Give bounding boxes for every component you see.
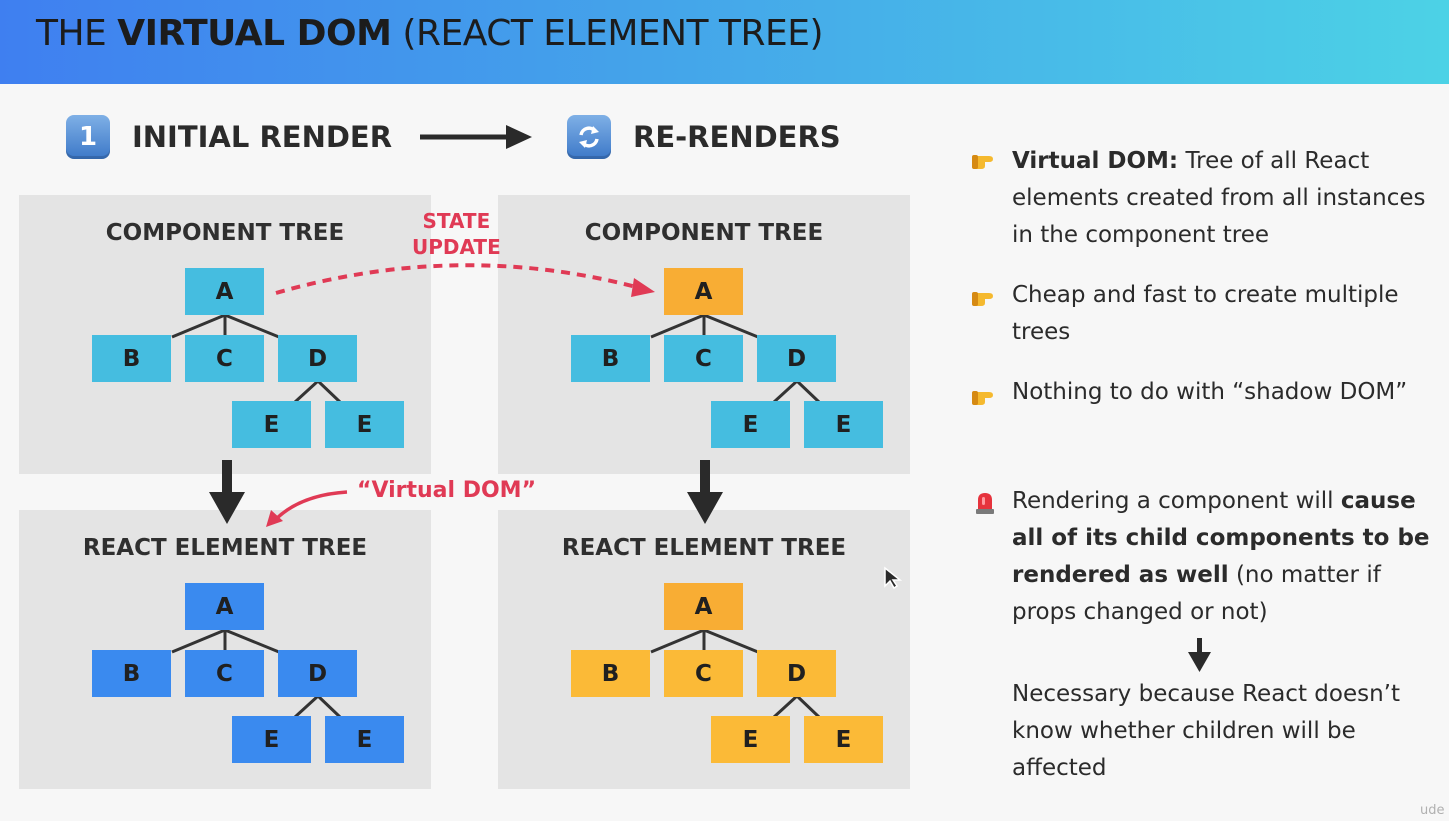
down-arrow-icon [209, 460, 245, 524]
bullet-bold: cause all of its child components to be … [1012, 488, 1430, 588]
node-a: A [185, 583, 264, 630]
state-update-arrow [275, 263, 655, 297]
node-d: D [757, 335, 836, 382]
node-c: C [185, 335, 264, 382]
node-e: E [232, 401, 311, 448]
node-b: B [92, 335, 171, 382]
tree-connectors [171, 628, 342, 719]
node-e-updated: E [711, 716, 790, 763]
node-c: C [664, 335, 743, 382]
bullet-body-after: (no matter if props changed or not) [1012, 562, 1381, 625]
state-update-line2: UPDATE [412, 235, 501, 259]
bullet-body-before: Rendering a component will [1012, 488, 1334, 514]
initial-component-tree-panel: COMPONENT TREE A B C D E E [19, 195, 431, 474]
node-e-updated: E [804, 716, 883, 763]
node-e: E [232, 716, 311, 763]
node-b: B [92, 650, 171, 697]
node-e: E [804, 401, 883, 448]
node-a: A [185, 268, 264, 315]
initial-element-tree-panel: REACT ELEMENT TREE A B C D E E [19, 510, 431, 789]
bullet-text: Rendering a component will cause all of … [1012, 483, 1442, 631]
keycap-one-icon: 1 [66, 115, 110, 159]
tree-connectors [650, 313, 821, 404]
siren-icon [970, 487, 1000, 517]
phase-arrow [420, 125, 532, 149]
title-prefix: THE [36, 13, 107, 54]
mouse-cursor-icon [884, 566, 903, 590]
bullet-body: Tree of all React elements created from … [1012, 148, 1426, 248]
bullet-text: Cheap and fast to create multiple trees [1012, 282, 1399, 345]
rerender-component-tree-panel: COMPONENT TREE A B C D E E [498, 195, 910, 474]
node-c: C [185, 650, 264, 697]
title-bold: VIRTUAL DOM [117, 13, 392, 54]
pointing-hand-icon [970, 380, 1000, 410]
node-d: D [278, 335, 357, 382]
tree-connectors [171, 313, 342, 404]
node-e: E [325, 401, 404, 448]
panel-title: REACT ELEMENT TREE [561, 535, 847, 561]
virtual-dom-label: “Virtual DOM” [357, 478, 537, 503]
bullet-text: Virtual DOM: Tree of all React elements … [1012, 143, 1442, 254]
down-arrow-icon [687, 460, 723, 524]
panel-title: COMPONENT TREE [105, 220, 345, 246]
slide-title: THE VIRTUAL DOM (REACT ELEMENT TREE) [36, 12, 824, 56]
node-d-updated: D [757, 650, 836, 697]
re-renders-heading: RE-RENDERS [567, 112, 841, 162]
rerender-element-tree-panel: REACT ELEMENT TREE A B C D E E [498, 510, 910, 789]
watermark-logo: ude [1420, 803, 1445, 818]
initial-render-heading: 1 INITIAL RENDER [66, 112, 392, 162]
node-a-updated: A [664, 583, 743, 630]
tree-connectors [650, 628, 821, 719]
panel-title: COMPONENT TREE [584, 220, 824, 246]
initial-render-label: INITIAL RENDER [132, 120, 393, 154]
re-renders-label: RE-RENDERS [633, 120, 841, 154]
node-b-updated: B [571, 650, 650, 697]
virtual-dom-pointer-arrow [266, 490, 348, 527]
state-update-line1: STATE [422, 209, 491, 233]
panel-title: REACT ELEMENT TREE [82, 535, 368, 561]
node-d: D [278, 650, 357, 697]
slide-header: THE VIRTUAL DOM (REACT ELEMENT TREE) [0, 0, 1449, 84]
pointing-hand-icon [970, 281, 1000, 311]
node-c-updated: C [664, 650, 743, 697]
refresh-icon [567, 115, 611, 159]
pointing-hand-icon [970, 144, 1000, 174]
node-e: E [325, 716, 404, 763]
bullet-bold: Virtual DOM: [1012, 148, 1179, 174]
node-e: E [711, 401, 790, 448]
node-a-updated: A [664, 268, 743, 315]
node-b: B [571, 335, 650, 382]
bullet-text: Nothing to do with “shadow DOM” [1012, 379, 1408, 405]
state-update-label: STATE UPDATE [412, 208, 501, 260]
title-suffix: (REACT ELEMENT TREE) [402, 13, 824, 54]
conclusion-text: Necessary because React doesn’t know whe… [1012, 681, 1400, 781]
